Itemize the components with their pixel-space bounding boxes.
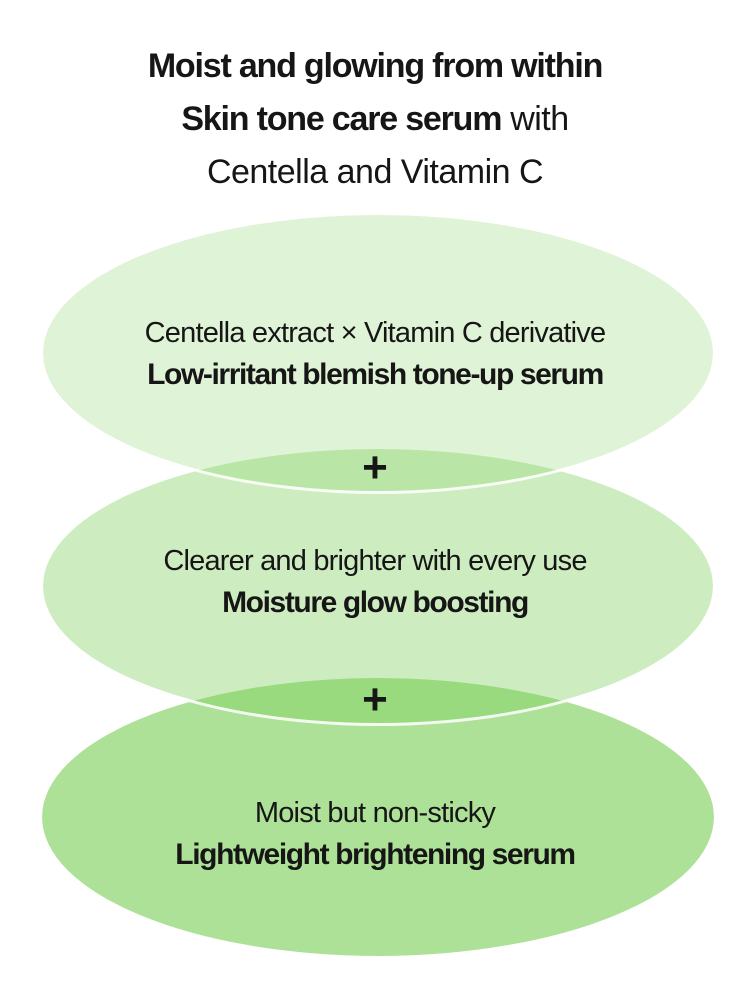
bubble-ellipse-2 (40, 446, 716, 726)
title-line-1-text: Moist and glowing from within (147, 47, 604, 85)
bubble-1-text: Centella extract × Vitamin C derivative … (0, 312, 750, 396)
title-line-2: Skin tone care serum with (0, 93, 750, 146)
bubble-3-title: Lightweight brightening serum (175, 838, 576, 871)
page-title: Moist and glowing from within Skin tone … (0, 40, 750, 199)
plus-icon-2: + (362, 675, 388, 724)
bubble-1-title: Low-irritant blemish tone-up serum (147, 358, 604, 391)
title-line-2-bold: Skin tone care serum (181, 100, 502, 138)
title-line-1: Moist and glowing from within (0, 40, 750, 93)
bubble-ellipse-1 (40, 212, 716, 494)
bubble-3-subtitle: Moist but non-sticky (254, 797, 496, 829)
plus-icon-1: + (362, 443, 388, 492)
bubble-2-title: Moisture glow boosting (222, 586, 529, 619)
title-line-2-regular: with (501, 100, 569, 138)
title-line-3: Centella and Vitamin C (206, 153, 544, 191)
bubble-2-subtitle: Clearer and brighter with every use (163, 545, 587, 577)
bubble-3-text: Moist but non-sticky Lightweight brighte… (0, 792, 750, 876)
bubble-2-text: Clearer and brighter with every use Mois… (0, 540, 750, 624)
bubble-1-subtitle: Centella extract × Vitamin C derivative (144, 317, 606, 349)
